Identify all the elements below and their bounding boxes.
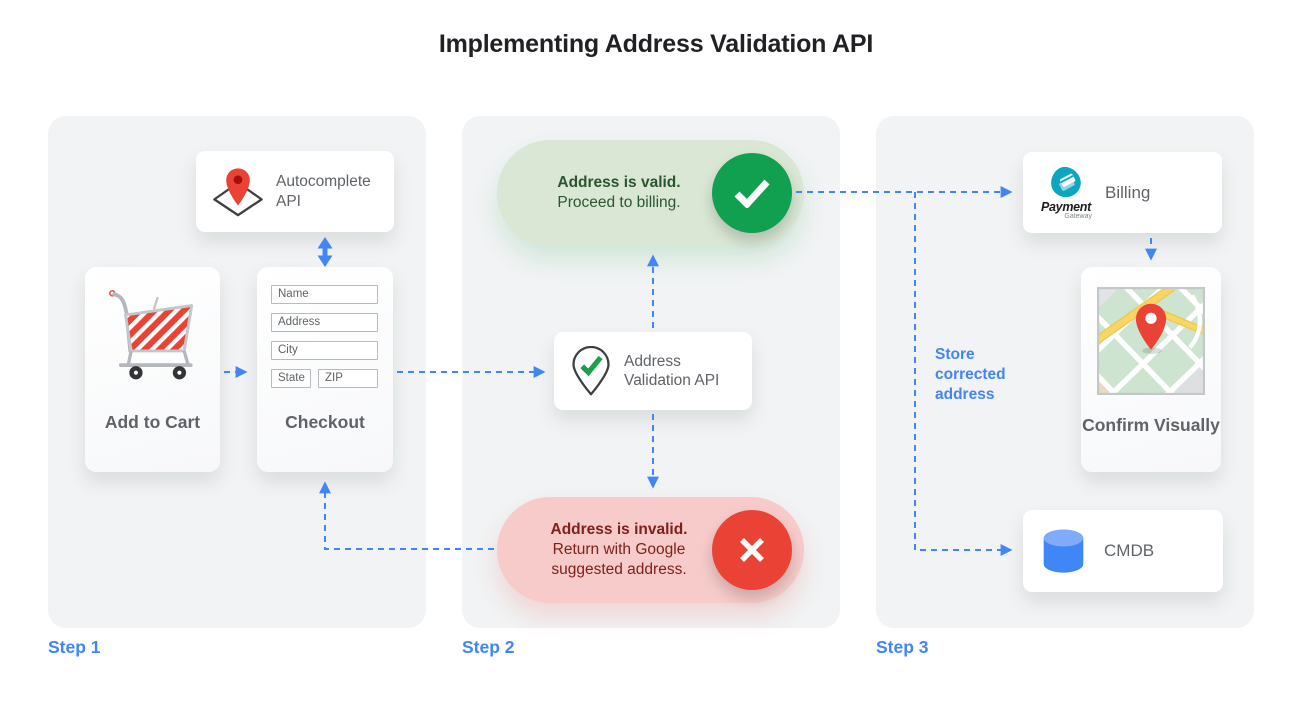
- address-invalid-text: Address is invalid. Return with Google s…: [525, 497, 713, 603]
- address-field: Address: [271, 313, 378, 332]
- map-pin-check-icon: [572, 345, 610, 395]
- address-valid-title: Address is valid.: [557, 174, 681, 192]
- address-valid-pill: Address is valid. Proceed to billing.: [497, 140, 804, 246]
- city-field-label: City: [278, 344, 298, 356]
- state-field-label: State: [278, 372, 305, 384]
- checkout-card: Name Address City State ZIP Checkout: [257, 267, 393, 472]
- address-validation-api-card: Address Validation API: [554, 332, 752, 410]
- invalid-circle: [712, 510, 792, 590]
- name-field: Name: [271, 285, 378, 304]
- map-pin-diamond-icon: [213, 168, 263, 217]
- valid-circle: [712, 153, 792, 233]
- shopping-cart-icon: [108, 289, 194, 380]
- page-title: Implementing Address Validation API: [438, 30, 874, 58]
- confirm-visually-card: Confirm Visually: [1081, 267, 1221, 472]
- checkout-label: Checkout: [285, 412, 365, 432]
- payment-logo-title: Payment: [1040, 199, 1091, 214]
- step3-panel: Payment Gateway Billing: [876, 116, 1254, 628]
- address-field-label: Address: [278, 316, 321, 328]
- step2-label: Step 2: [462, 637, 515, 657]
- cmdb-card: CMDB: [1023, 510, 1223, 592]
- step1-panel: Autocomplete API Add to Cart: [48, 116, 426, 628]
- x-icon: [740, 538, 764, 562]
- state-field: State: [271, 369, 311, 388]
- add-to-cart-label: Add to Cart: [104, 412, 201, 432]
- payment-gateway-icon: [1050, 166, 1081, 197]
- address-invalid-title: Address is invalid.: [550, 521, 688, 539]
- billing-card: Payment Gateway Billing: [1023, 152, 1222, 233]
- map-thumbnail: [1097, 287, 1205, 395]
- payment-gateway-logo: Payment Gateway: [1037, 166, 1095, 220]
- address-invalid-pill: Address is invalid. Return with Google s…: [497, 497, 804, 603]
- step1-label: Step 1: [48, 637, 101, 657]
- database-icon: [1043, 528, 1084, 573]
- step2-panel: Address is valid. Proceed to billing. Ad…: [462, 116, 840, 628]
- cmdb-label: CMDB: [1104, 541, 1155, 561]
- confirm-visually-label: Confirm Visually: [1082, 415, 1220, 435]
- address-valid-subtitle: Proceed to billing.: [557, 194, 681, 211]
- add-to-cart-card: Add to Cart: [85, 267, 220, 472]
- step3-label: Step 3: [876, 637, 929, 657]
- check-icon: [734, 179, 770, 208]
- address-valid-text: Address is valid. Proceed to billing.: [525, 140, 713, 246]
- autocomplete-api-label: Autocomplete API: [276, 173, 371, 210]
- address-validation-api-label: Address Validation API: [624, 352, 720, 389]
- billing-label: Billing: [1105, 182, 1151, 202]
- city-field: City: [271, 341, 378, 360]
- store-corrected-address-note: Store corrected address: [935, 346, 1006, 404]
- zip-field: ZIP: [318, 369, 378, 388]
- autocomplete-api-card: Autocomplete API: [196, 151, 394, 232]
- payment-logo-subtitle: Gateway: [1064, 212, 1092, 220]
- name-field-label: Name: [278, 288, 309, 300]
- state-zip-row: State ZIP: [271, 369, 379, 397]
- address-invalid-subtitle: Return with Google suggested address.: [551, 541, 687, 578]
- zip-field-label: ZIP: [325, 372, 343, 384]
